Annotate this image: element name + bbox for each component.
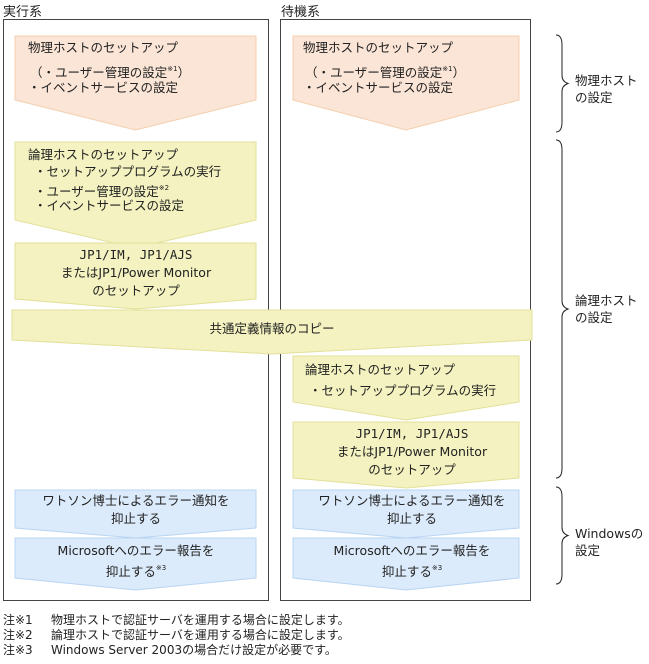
standby-physical-line1-text: （・ユーザー管理の設定 [305, 65, 443, 80]
side-label-logical-line1: 論理ホスト [575, 293, 638, 308]
footnote-3: 注※3 Windows Server 2003の場合だけ設定が必要です。 [3, 643, 350, 658]
common-copy-box [11, 309, 533, 355]
standby-watson-box [292, 489, 520, 539]
primary-jp1-line3: のセットアップ [92, 283, 180, 298]
standby-watson-line2: 抑止する [386, 511, 437, 526]
note-ref-3: ※3 [431, 564, 443, 572]
paren-close: ） [177, 65, 191, 80]
note-ref-1: ※1 [167, 65, 178, 73]
footnote-2: 注※2 論理ホストで認証サーバを運用する場合に設定します。 [3, 628, 350, 643]
standby-jp1-line3: のセットアップ [368, 462, 456, 477]
standby-jp1-line2: またはJP1/Power Monitor [336, 444, 488, 459]
primary-physical-line1: （・ユーザー管理の設定※1） [30, 61, 190, 81]
standby-physical-line1: （・ユーザー管理の設定※1） [305, 61, 465, 81]
side-label-logical: 論理ホスト の設定 [575, 292, 638, 326]
primary-msreport-line1: Microsoftへのエラー報告を [57, 543, 215, 558]
standby-jp1-line1: JP1/IM, JP1/AJS [292, 425, 532, 442]
standby-msreport-box [292, 537, 520, 591]
side-label-physical-line1: 物理ホスト [575, 73, 638, 88]
standby-column-title: 待機系 [281, 5, 321, 20]
standby-logical-line1: ・セットアッププログラムの実行 [309, 383, 497, 398]
primary-physical-line2: ・イベントサービスの設定 [28, 80, 179, 95]
footnote-key: 注※1 [3, 613, 33, 627]
standby-msreport-line1: Microsoftへのエラー報告を [333, 543, 491, 558]
footnote-text: Windows Server 2003の場合だけ設定が必要です。 [51, 643, 337, 657]
note-ref-3: ※3 [155, 564, 167, 572]
footnote-key: 注※2 [3, 628, 33, 642]
footnotes: 注※1 物理ホストで認証サーバを運用する場合に設定します。 注※2 論理ホストで認証… [3, 613, 350, 658]
primary-physical-line1-text: （・ユーザー管理の設定 [30, 65, 168, 80]
footnote-1: 注※1 物理ホストで認証サーバを運用する場合に設定します。 [3, 613, 350, 628]
standby-msreport-line2-text: 抑止する [381, 564, 432, 579]
standby-logical-title: 論理ホストのセットアップ [305, 362, 456, 377]
standby-jp1-line1-text: JP1/IM, JP1/AJS [355, 426, 469, 441]
side-label-physical-line2: の設定 [575, 90, 613, 105]
primary-column-title: 実行系 [3, 5, 43, 20]
footnote-key: 注※3 [3, 643, 33, 657]
primary-logical-title: 論理ホストのセットアップ [28, 147, 179, 162]
common-copy-label: 共通定義情報のコピー [209, 321, 335, 336]
standby-logical-box [292, 355, 520, 421]
primary-watson-line1: ワトソン博士によるエラー通知を [42, 493, 230, 508]
primary-msreport-box [14, 537, 257, 591]
primary-logical-line1: ・セットアッププログラムの実行 [34, 164, 222, 179]
note-ref-1: ※1 [442, 65, 453, 73]
brace-logical [555, 139, 570, 479]
primary-physical-box [14, 35, 257, 131]
note-ref-2: ※2 [158, 184, 170, 192]
primary-jp1-line1-text: JP1/IM, JP1/AJS [79, 247, 193, 262]
primary-logical-line3: ・イベントサービスの設定 [34, 198, 185, 213]
brace-windows [555, 486, 570, 585]
standby-physical-box [292, 35, 520, 131]
paren-close: ） [452, 65, 466, 80]
primary-logical-line2: ・ユーザー管理の設定※2 [34, 180, 169, 200]
primary-logical-box [14, 141, 257, 249]
footnote-text: 論理ホストで認証サーバを運用する場合に設定します。 [51, 628, 350, 642]
brace-physical [555, 34, 570, 133]
standby-physical-title: 物理ホストのセットアップ [303, 40, 454, 55]
primary-msreport-line2: 抑止する※3 [15, 560, 257, 580]
primary-jp1-line2: またはJP1/Power Monitor [60, 265, 212, 280]
footnote-text: 物理ホストで認証サーバを運用する場合に設定します。 [51, 613, 350, 627]
standby-physical-line2: ・イベントサービスの設定 [303, 80, 454, 95]
side-label-windows-line2: 設定 [575, 543, 601, 558]
primary-jp1-line1: JP1/IM, JP1/AJS [15, 246, 257, 263]
primary-msreport-line2-text: 抑止する [105, 564, 156, 579]
primary-physical-title: 物理ホストのセットアップ [28, 40, 179, 55]
side-label-logical-line2: の設定 [575, 310, 613, 325]
side-label-windows-line1: Windowsの [575, 526, 644, 541]
primary-watson-line2: 抑止する [110, 511, 161, 526]
side-label-windows: Windowsの 設定 [575, 525, 643, 559]
primary-logical-line2-text: ・ユーザー管理の設定 [34, 184, 159, 199]
primary-watson-box [14, 489, 257, 539]
standby-msreport-line2: 抑止する※3 [292, 560, 532, 580]
side-label-physical: 物理ホスト の設定 [575, 72, 638, 106]
standby-watson-line1: ワトソン博士によるエラー通知を [318, 493, 506, 508]
primary-jp1-box [14, 242, 257, 310]
standby-jp1-box [292, 421, 520, 489]
